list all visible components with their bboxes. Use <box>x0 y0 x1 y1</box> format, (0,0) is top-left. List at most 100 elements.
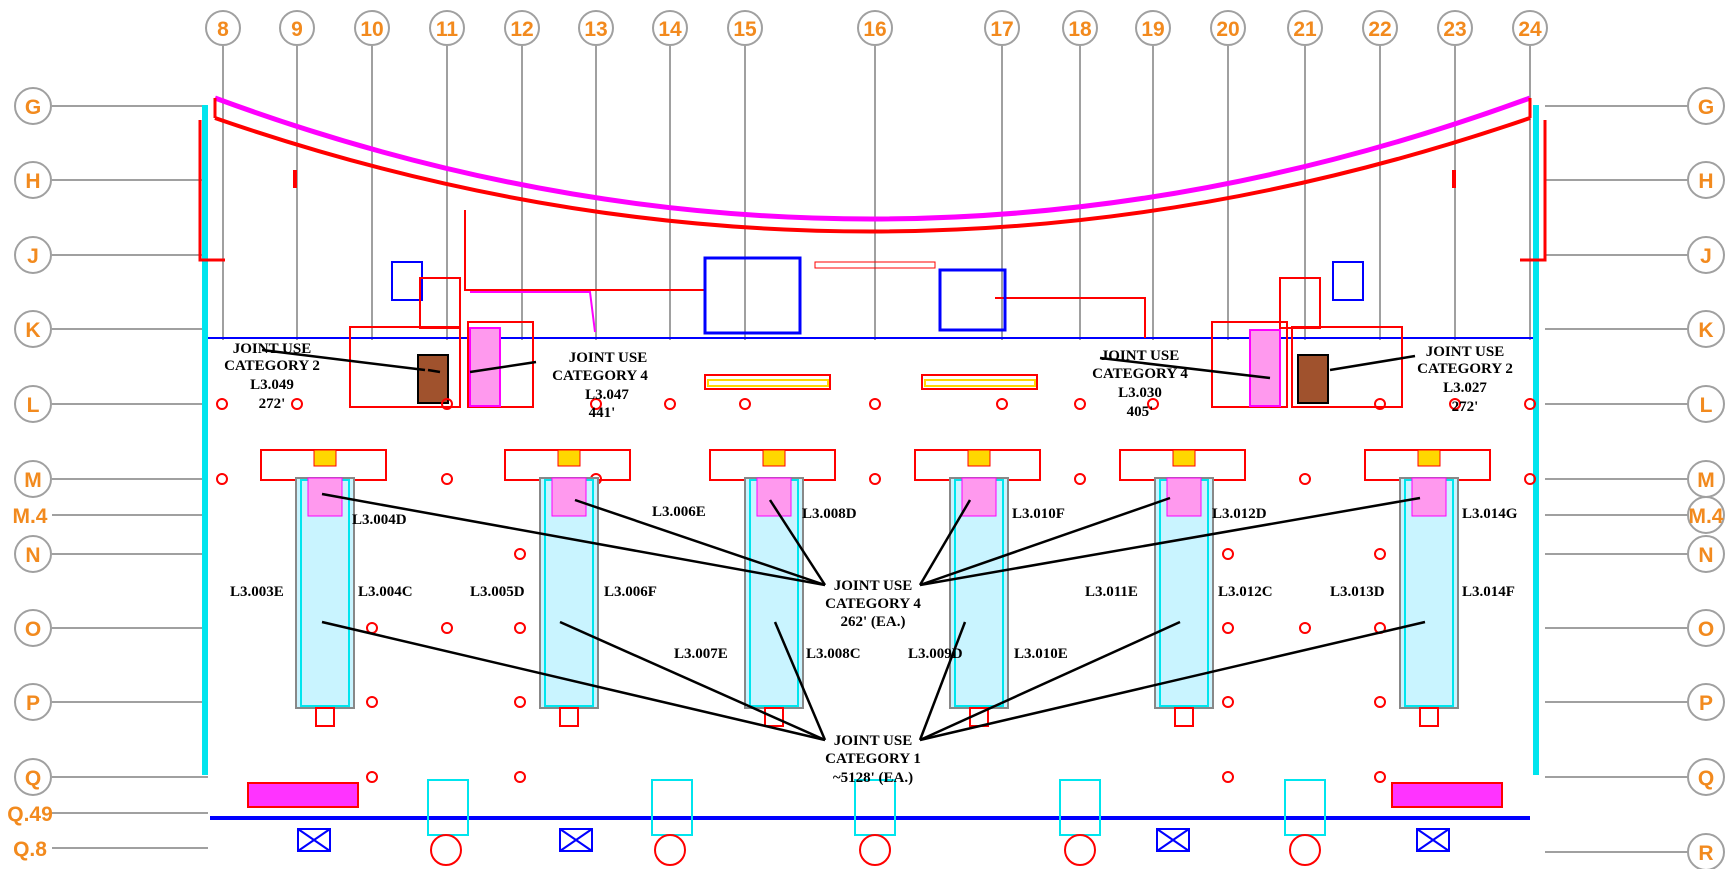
svg-text:N: N <box>25 544 40 567</box>
row-bubble-right: M.4 <box>1687 496 1725 534</box>
svg-text:K: K <box>1698 319 1713 342</box>
svg-text:Q.8: Q.8 <box>13 838 47 861</box>
leader-line <box>574 498 826 587</box>
room-label: L3.014F <box>1462 584 1515 600</box>
svg-text:Q.49: Q.49 <box>7 803 53 826</box>
svg-text:P: P <box>1699 692 1713 715</box>
structural-column <box>1374 398 1386 410</box>
row-bubble-right: N <box>1687 535 1725 573</box>
svg-text:272': 272' <box>259 396 286 412</box>
structural-column <box>514 771 526 783</box>
leader-line <box>1099 356 1271 380</box>
leader-line <box>919 620 1426 742</box>
column-bubble: 17 <box>984 10 1020 46</box>
row-bubble-right: R <box>1687 833 1725 869</box>
structural-column <box>1147 398 1159 410</box>
column-bubble: 24 <box>1512 10 1548 46</box>
leader-line <box>427 368 441 374</box>
row-bubble-right: O <box>1687 609 1725 647</box>
roof-edge-curve <box>214 95 1531 222</box>
svg-text:M.4: M.4 <box>1688 505 1723 528</box>
room-label: L3.004D <box>352 512 407 528</box>
leader-line <box>768 499 827 586</box>
structural-column <box>514 696 526 708</box>
svg-text:L3.047: L3.047 <box>585 387 629 403</box>
svg-text:262' (EA.): 262' (EA.) <box>841 614 906 630</box>
svg-text:CATEGORY 4: CATEGORY 4 <box>552 368 648 384</box>
structural-column <box>590 398 602 410</box>
svg-text:K: K <box>25 319 40 342</box>
svg-text:JOINT USE: JOINT USE <box>233 341 312 357</box>
svg-text:24: 24 <box>1518 18 1542 41</box>
south-circles <box>430 834 1321 866</box>
svg-text:M: M <box>1697 469 1715 492</box>
svg-text:JOINT USE: JOINT USE <box>834 733 913 749</box>
structural-column <box>514 548 526 560</box>
structural-column <box>216 473 228 485</box>
leader-line <box>919 496 1171 587</box>
svg-text:O: O <box>1698 618 1714 641</box>
column-bubble: 10 <box>354 10 390 46</box>
svg-text:H: H <box>25 170 40 193</box>
column-bubble: 8 <box>205 10 241 46</box>
roof-beam-curve <box>214 116 1531 234</box>
column-bubble: 9 <box>279 10 315 46</box>
svg-text:G: G <box>25 96 41 119</box>
row-bubble-left: K <box>14 310 52 348</box>
lightwell <box>260 449 387 727</box>
building-outline <box>198 95 1547 866</box>
svg-text:CATEGORY 1: CATEGORY 1 <box>825 751 921 767</box>
row-bubble-left: N <box>14 535 52 573</box>
row-bubble-left: Q <box>14 758 52 796</box>
structural-column <box>1074 473 1086 485</box>
column-bubble: 14 <box>652 10 688 46</box>
column-bubble: 21 <box>1287 10 1323 46</box>
structural-column <box>441 398 453 410</box>
svg-text:L3.027: L3.027 <box>1443 380 1487 396</box>
structural-column <box>1222 548 1234 560</box>
svg-text:23: 23 <box>1443 18 1466 41</box>
svg-text:M: M <box>24 469 42 492</box>
lightwell <box>1119 449 1246 727</box>
callout-cat4-center: JOINT USE CATEGORY 4 262' (EA.) <box>825 578 921 630</box>
svg-text:G: G <box>1698 96 1714 119</box>
structural-column <box>996 398 1008 410</box>
svg-text:16: 16 <box>863 18 886 41</box>
svg-text:CATEGORY 2: CATEGORY 2 <box>1417 361 1513 377</box>
svg-text:Q: Q <box>1698 767 1714 790</box>
structural-columns <box>216 398 1536 783</box>
row-bubble-right: G <box>1687 87 1725 125</box>
leader-line <box>918 499 972 586</box>
row-bubble-right: H <box>1687 161 1725 199</box>
south-boxes <box>297 828 1450 852</box>
svg-text:JOINT USE: JOINT USE <box>1426 344 1505 360</box>
structural-column <box>869 473 881 485</box>
structural-column <box>1374 771 1386 783</box>
row-bubble-left: H <box>14 161 52 199</box>
column-bubble: 15 <box>727 10 763 46</box>
svg-text:19: 19 <box>1141 18 1164 41</box>
structural-column <box>1222 696 1234 708</box>
svg-text:P: P <box>26 692 40 715</box>
leader-line <box>469 360 537 374</box>
callout-cat2-right: JOINT USE CATEGORY 2 L3.027 272' <box>1417 344 1513 415</box>
leader-line <box>919 496 1421 587</box>
structural-column <box>1524 473 1536 485</box>
structural-column <box>1374 696 1386 708</box>
leader-line <box>918 621 967 741</box>
callout-cat2-left: JOINT USE CATEGORY 2 L3.049 272' <box>224 341 320 412</box>
room-label: L3.010E <box>1014 646 1068 662</box>
callout-cat4-left: JOINT USE CATEGORY 4 L3.047 441' <box>552 350 648 421</box>
svg-text:M.4: M.4 <box>12 505 47 528</box>
column-bubble: 13 <box>578 10 614 46</box>
room-label: L3.005D <box>470 584 525 600</box>
east-curtain-wall <box>1533 105 1539 775</box>
lightwell <box>709 449 836 727</box>
west-curtain-wall <box>202 105 208 775</box>
grid-lines <box>52 46 1688 853</box>
svg-text:13: 13 <box>584 18 607 41</box>
row-bubble-left: L <box>14 385 52 423</box>
row-bubble-right: K <box>1687 310 1725 348</box>
svg-text:12: 12 <box>510 18 533 41</box>
